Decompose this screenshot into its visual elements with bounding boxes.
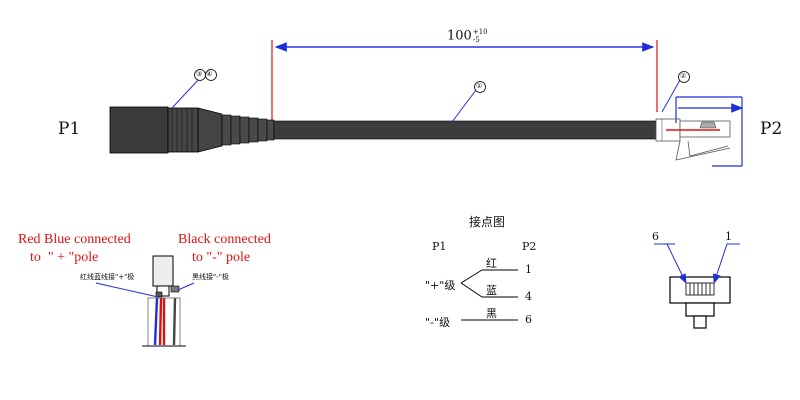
balloon-cable-text: ① bbox=[476, 82, 483, 90]
p2-label: P2 bbox=[760, 119, 783, 139]
plus-pole-label: "+"级 bbox=[425, 279, 456, 292]
cn-red-blue-label: 红线蓝线接"+"极 bbox=[80, 273, 135, 281]
wiring-title: 接点图 bbox=[469, 215, 506, 229]
dimension-length: 100 bbox=[447, 28, 472, 44]
wire-blue-pin: 4 bbox=[525, 290, 532, 303]
balloon-plug-text: ② bbox=[680, 72, 687, 80]
wire-black-pin: 6 bbox=[525, 313, 532, 326]
balloon-jack-text: ③④ bbox=[196, 70, 217, 78]
wiring-p1-header: P1 bbox=[432, 240, 447, 253]
pin-view-right-number: 1 bbox=[725, 230, 732, 243]
p1-terminal-detail bbox=[95, 255, 195, 347]
p1-label: P1 bbox=[58, 119, 81, 139]
length-dimension bbox=[271, 40, 658, 120]
wiring-p2-header: P2 bbox=[522, 240, 537, 253]
p2-rj-plug bbox=[655, 96, 744, 167]
dimension-tol-lower: -5 bbox=[472, 36, 480, 44]
rj-pin-view bbox=[654, 243, 740, 329]
cable-body bbox=[273, 120, 657, 140]
wire-blue-label: 蓝 bbox=[486, 284, 497, 297]
dimension-label: 100+10-5 bbox=[447, 28, 488, 44]
balloon-jack-b bbox=[205, 69, 217, 81]
wiring-lines bbox=[460, 269, 518, 321]
wire-red-label: 红 bbox=[486, 257, 497, 270]
balloon-cable bbox=[474, 81, 486, 93]
minus-pole-label: "-"级 bbox=[425, 316, 451, 329]
black-annotation-line2: to "-" pole bbox=[192, 250, 251, 265]
red-blue-annotation-line2: to " + "pole bbox=[30, 250, 99, 265]
p1-dc-jack bbox=[109, 106, 275, 154]
pin-view-left-number: 6 bbox=[652, 230, 659, 243]
wire-black-label: 黑 bbox=[486, 307, 497, 320]
red-blue-annotation-line1: Red Blue connected bbox=[18, 232, 131, 247]
dimension-tol-upper: +10 bbox=[472, 28, 488, 36]
balloon-leaders bbox=[171, 69, 690, 123]
black-annotation-line1: Black connected bbox=[178, 232, 271, 247]
wire-red-pin: 1 bbox=[525, 263, 532, 276]
cn-black-label: 黑线接"-"极 bbox=[192, 273, 229, 281]
balloon-plug bbox=[678, 71, 690, 83]
